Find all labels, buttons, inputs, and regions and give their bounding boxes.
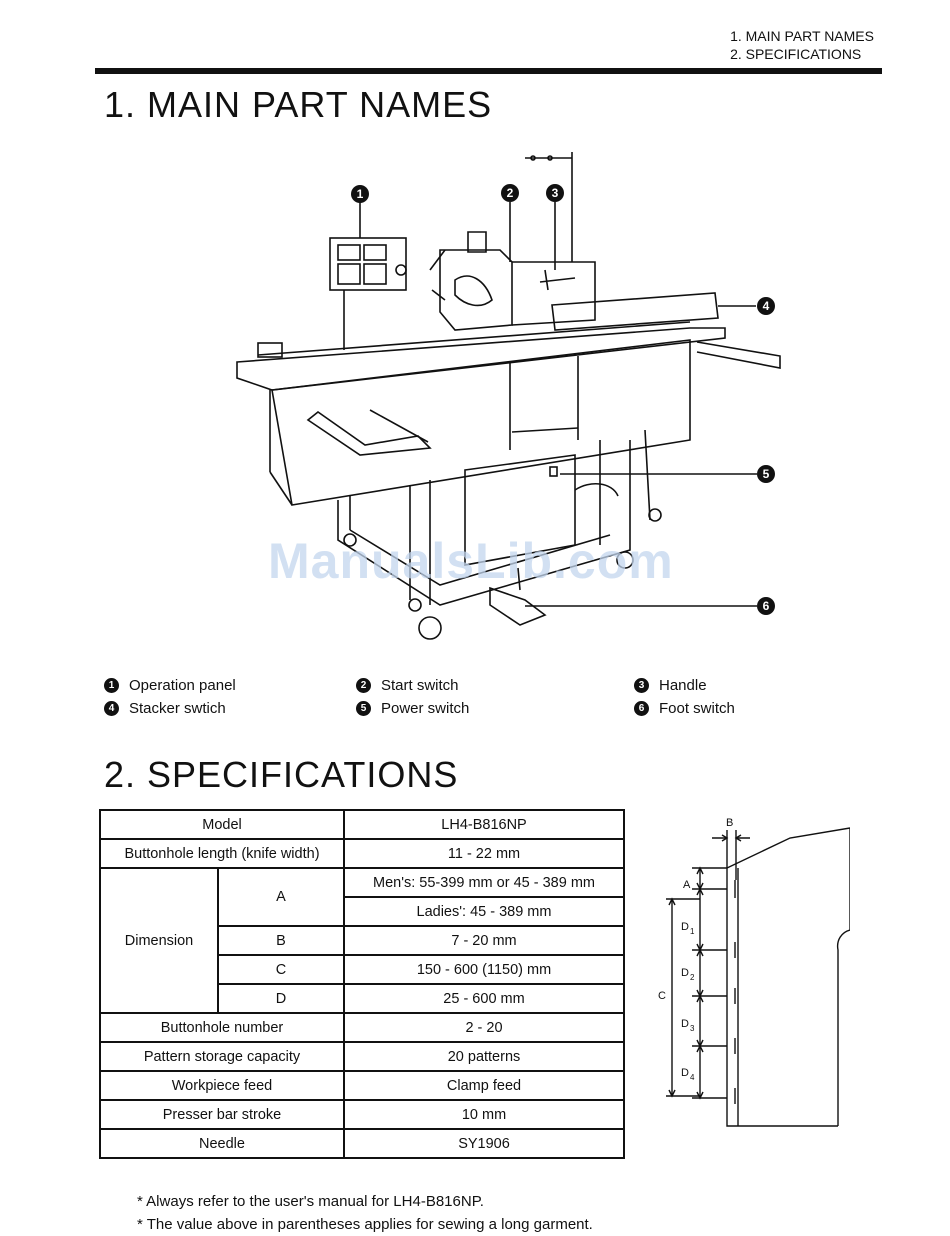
legend-number: 3 [634, 678, 649, 693]
table-cell: 20 patterns [343, 1041, 625, 1072]
table-cell: LH4-B816NP [343, 809, 625, 840]
table-cell: Men's: 55-399 mm or 45 - 389 mm [343, 867, 625, 898]
table-cell: 2 - 20 [343, 1012, 625, 1043]
table-row: B 7 - 20 mm [100, 925, 625, 956]
legend-number: 6 [634, 701, 649, 716]
callout-6: 6 [757, 597, 775, 615]
legend-item-foot-switch: 6 Foot switch [634, 700, 735, 717]
table-cell: Buttonhole number [99, 1012, 345, 1043]
table-row: Model LH4-B816NP [99, 809, 625, 840]
table-cell: Buttonhole length (knife width) [99, 838, 345, 869]
legend-item-stacker-switch: 4 Stacker swtich [104, 700, 226, 717]
table-row: Needle SY1906 [99, 1128, 625, 1159]
diagram-label-d3: D [681, 1018, 689, 1030]
diagram-subscript-4: 4 [690, 1073, 695, 1082]
table-cell: D [217, 983, 345, 1014]
table-cell: Needle [99, 1128, 345, 1159]
callout-3: 3 [546, 184, 564, 202]
specifications-table: Model LH4-B816NP Buttonhole length (knif… [99, 809, 625, 1159]
table-row: Dimension A Men's: 55-399 mm or 45 - 389… [99, 867, 625, 1014]
table-row: Presser bar stroke 10 mm [99, 1099, 625, 1130]
legend-label: Operation panel [129, 677, 236, 694]
table-cell: Presser bar stroke [99, 1099, 345, 1130]
running-header-line1: 1. MAIN PART NAMES [730, 28, 874, 44]
table-cell: B [217, 925, 345, 956]
running-header: 1. MAIN PART NAMES 2. SPECIFICATIONS [730, 27, 874, 63]
legend-number: 1 [104, 678, 119, 693]
footnote: * The value above in parentheses applies… [137, 1216, 593, 1233]
table-row: Pattern storage capacity 20 patterns [99, 1041, 625, 1072]
table-cell: Model [99, 809, 345, 840]
table-cell: A [217, 867, 345, 927]
dimension-diagram: B A C D 1 D 2 D 3 D 4 [658, 817, 850, 1127]
legend-item-power-switch: 5 Power switch [356, 700, 469, 717]
legend-label: Stacker swtich [129, 700, 226, 717]
legend-label: Handle [659, 677, 707, 694]
callout-5: 5 [757, 465, 775, 483]
table-row: Buttonhole number 2 - 20 [99, 1012, 625, 1043]
header-rule [95, 68, 882, 74]
legend-label: Start switch [381, 677, 459, 694]
section1-title: 1. MAIN PART NAMES [104, 84, 493, 125]
legend-item-start-switch: 2 Start switch [356, 677, 459, 694]
diagram-subscript-1: 1 [690, 927, 695, 936]
table-cell: Clamp feed [343, 1070, 625, 1101]
table-cell: Workpiece feed [99, 1070, 345, 1101]
table-cell: Ladies': 45 - 389 mm [343, 896, 625, 927]
legend-number: 5 [356, 701, 371, 716]
diagram-label-d2: D [681, 967, 689, 979]
table-row: Buttonhole length (knife width) 11 - 22 … [99, 838, 625, 869]
callout-4: 4 [757, 297, 775, 315]
table-cell: Pattern storage capacity [99, 1041, 345, 1072]
diagram-label-b: B [726, 817, 733, 829]
diagram-label-d4: D [681, 1067, 689, 1079]
table-cell: 25 - 600 mm [343, 983, 625, 1014]
table-cell: SY1906 [343, 1128, 625, 1159]
table-cell: 7 - 20 mm [343, 925, 625, 956]
table-cell: 10 mm [343, 1099, 625, 1130]
table-cell: Dimension [99, 867, 219, 1014]
callout-2: 2 [501, 184, 519, 202]
table-row: Ladies': 45 - 389 mm [100, 896, 625, 927]
diagram-subscript-2: 2 [690, 973, 695, 982]
table-cell: 11 - 22 mm [343, 838, 625, 869]
legend-label: Power switch [381, 700, 470, 717]
table-cell: 150 - 600 (1150) mm [343, 954, 625, 985]
watermark: ManualsLib.com [268, 533, 674, 589]
legend-number: 2 [356, 678, 371, 693]
legend-item-operation-panel: 1 Operation panel [104, 677, 236, 694]
table-row: D 25 - 600 mm [100, 983, 625, 1014]
legend-item-handle: 3 Handle [634, 677, 707, 694]
diagram-label-a: A [683, 879, 691, 891]
footnotes: * Always refer to the user's manual for … [137, 1190, 593, 1236]
section2-title: 2. SPECIFICATIONS [104, 754, 459, 795]
table-row: C 150 - 600 (1150) mm [100, 954, 625, 985]
legend-number: 4 [104, 701, 119, 716]
footnote: * Always refer to the user's manual for … [137, 1193, 484, 1210]
diagram-label-d1: D [681, 921, 689, 933]
table-cell: C [217, 954, 345, 985]
diagram-label-c: C [658, 990, 666, 1002]
callout-1: 1 [351, 185, 369, 203]
diagram-subscript-3: 3 [690, 1024, 695, 1033]
table-row: Workpiece feed Clamp feed [99, 1070, 625, 1101]
legend-label: Foot switch [659, 700, 735, 717]
running-header-line2: 2. SPECIFICATIONS [730, 46, 862, 62]
machine-illustration [236, 152, 781, 640]
